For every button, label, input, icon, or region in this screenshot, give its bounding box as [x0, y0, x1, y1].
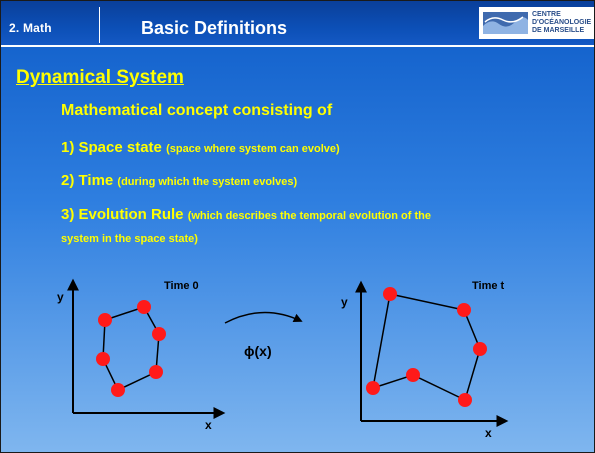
evolution-operator: ϕ(x)	[244, 343, 272, 359]
state-point	[149, 365, 163, 379]
list-item: 3) Evolution Rule (which describes the t…	[61, 206, 431, 223]
right-time-label: Time t	[472, 280, 505, 292]
left-time-label: Time 0	[164, 280, 199, 292]
state-point	[406, 368, 420, 382]
logo-text: CENTRE D'OCÉANOLOGIE DE MARSEILLE	[532, 11, 594, 35]
section-label: 2. Math	[9, 21, 52, 35]
list-item-main: 1) Space state	[61, 139, 162, 156]
state-point	[137, 300, 151, 314]
state-point	[366, 381, 380, 395]
list-item-note: (which describes the temporal evolution …	[187, 210, 431, 222]
logo-line: D'OCÉANOLOGIE	[532, 19, 592, 26]
logo-line: DE MARSEILLE	[532, 27, 585, 34]
right-y-label: y	[341, 295, 348, 309]
content-heading: Dynamical System	[16, 67, 184, 88]
state-point	[98, 313, 112, 327]
left-y-label: y	[57, 290, 64, 304]
logo-line: CENTRE	[532, 11, 561, 18]
left-x-label: x	[205, 418, 212, 432]
list-item-note: (space where system can evolve)	[166, 143, 340, 155]
state-point	[96, 352, 110, 366]
ocean-logo-icon	[483, 12, 528, 34]
intro-line: Mathematical concept consisting of	[61, 102, 333, 119]
slide-header: 2. Math Basic Definitions CENTRE D'OCÉAN…	[1, 1, 594, 47]
evolution-arrow	[224, 311, 303, 324]
list-item-main: 2) Time	[61, 172, 114, 189]
left-state-points	[96, 300, 166, 397]
list-item-continuation: system in the space state)	[61, 233, 198, 245]
right-state-points	[366, 287, 487, 407]
state-point	[473, 342, 487, 356]
state-point	[152, 327, 166, 341]
state-point	[111, 383, 125, 397]
right-x-label: x	[485, 426, 492, 440]
slide-title: Basic Definitions	[141, 18, 288, 38]
state-point	[383, 287, 397, 301]
dynamical-system-diagram: y x Time 0 ϕ(x) y x Time t	[57, 278, 509, 440]
logo: CENTRE D'OCÉANOLOGIE DE MARSEILLE	[479, 7, 594, 39]
list-item-main: 3) Evolution Rule	[61, 206, 184, 223]
list-item: 1) Space state (space where system can e…	[61, 139, 340, 156]
list-item-note: (during which the system evolves)	[117, 176, 298, 188]
header-divider	[99, 7, 100, 43]
state-point	[458, 393, 472, 407]
list-item: 2) Time (during which the system evolves…	[61, 172, 297, 189]
state-point	[457, 303, 471, 317]
